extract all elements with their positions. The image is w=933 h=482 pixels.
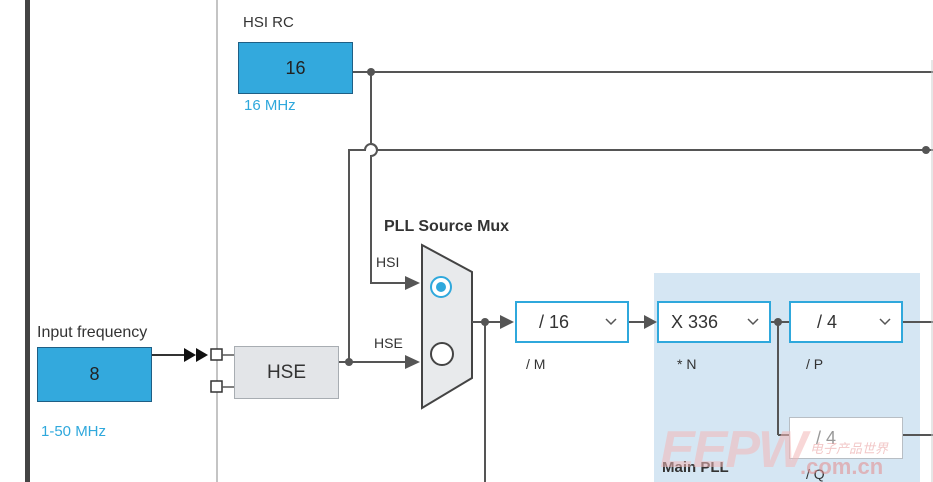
pll-n-value: X 336 — [671, 311, 719, 332]
mux-hsi-label: HSI — [376, 254, 400, 270]
pll-source-mux-shape — [421, 243, 473, 410]
pll-q-label: / Q — [806, 466, 825, 482]
input-frequency-field[interactable]: 8 — [37, 347, 152, 402]
main-pll-title: Main PLL — [662, 459, 729, 476]
mux-hsi-radio[interactable] — [430, 276, 452, 298]
hsi-frequency-label: 16 MHz — [244, 97, 296, 114]
pll-q-value: / 4 — [816, 427, 837, 448]
hsi-rc-title: HSI RC — [243, 14, 294, 31]
pll-q-divider-select[interactable]: / 4 — [789, 417, 903, 459]
pll-p-label: / P — [806, 356, 824, 372]
pll-p-value: / 4 — [817, 311, 838, 332]
mux-hse-label: HSE — [374, 335, 403, 351]
input-frequency-label: Input frequency — [37, 324, 148, 341]
input-frequency-range: 1-50 MHz — [41, 423, 107, 440]
pll-source-mux-title: PLL Source Mux — [384, 218, 510, 235]
mux-hse-radio[interactable] — [430, 342, 454, 366]
hsi-rc-value-box: 16 — [238, 42, 353, 94]
pll-n-label: * N — [677, 356, 697, 372]
pll-m-divider-select[interactable]: / 16 — [515, 301, 629, 343]
pll-m-label: / M — [526, 356, 546, 372]
pll-n-multiplier-select[interactable]: X 336 — [657, 301, 771, 343]
hse-block[interactable]: HSE — [234, 346, 339, 399]
radio-selected-dot — [436, 282, 446, 292]
chevron-down-icon — [747, 303, 759, 341]
pll-m-value: / 16 — [539, 311, 570, 332]
chevron-down-icon — [605, 303, 617, 341]
chevron-down-icon — [879, 303, 891, 341]
pll-p-divider-select[interactable]: / 4 — [789, 301, 903, 343]
